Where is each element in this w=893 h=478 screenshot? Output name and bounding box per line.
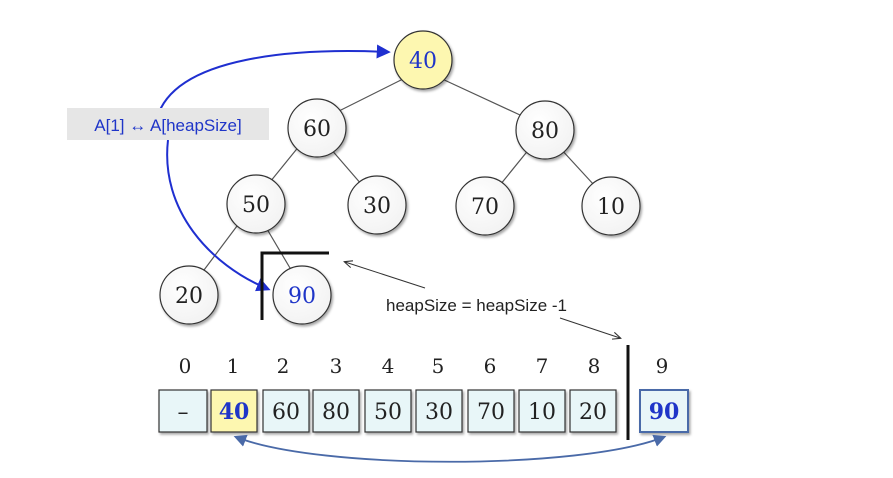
svg-text:90: 90	[649, 399, 680, 425]
node-circle	[393, 30, 453, 90]
tree-edges	[203, 77, 595, 271]
node-label: 70	[471, 195, 499, 220]
array-index: 7	[536, 354, 549, 378]
array-index: 8	[588, 354, 601, 378]
edge-60-50	[269, 144, 301, 183]
svg-text:80: 80	[322, 400, 350, 425]
tree-node: 80	[515, 100, 575, 160]
node-circle	[272, 265, 332, 325]
node-label: 80	[531, 119, 559, 144]
node-label: 30	[363, 194, 391, 219]
tree-node: 70	[455, 176, 515, 236]
node-circle	[159, 265, 219, 325]
node-label: 40	[409, 49, 437, 74]
node-circle	[515, 100, 575, 160]
node-label: 20	[175, 284, 203, 309]
array-cell: 20	[569, 389, 617, 433]
svg-text:60: 60	[272, 400, 300, 425]
node-circle	[287, 98, 347, 158]
tree-nodes: 40 60 80 50 30 70 10 20	[159, 30, 641, 325]
edge-50-20	[203, 221, 241, 271]
array-index: 2	[277, 354, 290, 378]
array-cell: 10	[518, 389, 566, 433]
edge-root-left	[336, 77, 406, 113]
array-index: 5	[432, 354, 445, 378]
heapsize-label: heapSize = heapSize -1	[386, 296, 567, 315]
array-index: 0	[179, 354, 192, 378]
svg-text:70: 70	[477, 400, 505, 425]
node-circle	[455, 176, 515, 236]
edge-50-90	[263, 223, 291, 269]
node-circle	[581, 176, 641, 236]
edge-root-right	[439, 77, 521, 116]
array-swap-arrow	[233, 434, 667, 463]
tree-node: 20	[159, 265, 219, 325]
array-cell: 30	[415, 389, 463, 433]
tree-node: 60	[287, 98, 347, 158]
edge-80-70	[499, 147, 531, 186]
svg-text:10: 10	[528, 400, 556, 425]
edge-80-10	[559, 147, 595, 186]
swap-label: A[1] ↔ A[heapSize]	[94, 116, 241, 135]
node-label: 60	[303, 117, 331, 142]
svg-text:40: 40	[219, 399, 250, 425]
svg-text:50: 50	[374, 400, 402, 425]
node-label: 50	[242, 193, 270, 218]
tree-node: 10	[581, 176, 641, 236]
heapsize-arrow-to-tree	[345, 262, 426, 289]
tree-node-root: 40	[393, 30, 453, 90]
array-index: 3	[330, 354, 343, 378]
svg-text:30: 30	[425, 400, 453, 425]
array-index: 9	[656, 354, 669, 378]
array-cell: 70	[467, 389, 515, 433]
svg-text:20: 20	[579, 400, 607, 425]
array-cell: 50	[364, 389, 412, 433]
array-index: 1	[227, 354, 240, 378]
node-label: 90	[288, 284, 316, 309]
tree-node-last: 90	[272, 265, 332, 325]
array-cell-highlight: 40	[210, 389, 258, 433]
node-circle	[226, 174, 286, 234]
swap-label-box	[67, 108, 269, 140]
array-index: 6	[484, 354, 497, 378]
node-label: 10	[597, 195, 625, 220]
tree-node: 30	[347, 175, 407, 235]
node-circle	[347, 175, 407, 235]
swap-arrow-to-root	[156, 44, 391, 119]
array-cell: 80	[312, 389, 360, 433]
array-cell: –	[158, 389, 208, 433]
array-index: 4	[382, 354, 395, 378]
svg-text:–: –	[178, 400, 189, 425]
tree-node: 50	[226, 174, 286, 234]
edge-60-30	[329, 147, 363, 186]
heap-boundary-bracket	[260, 251, 329, 320]
array-cell-last: 90	[639, 389, 689, 433]
array-indices: 0 1 2 3 4 5 6 7 8 9	[179, 354, 669, 378]
swap-arrow-to-last	[166, 139, 271, 292]
array-cells: – 40 60 80 50 30 70 10	[158, 389, 689, 433]
heapsize-arrow-to-array	[559, 317, 620, 338]
array-cell: 60	[262, 389, 310, 433]
